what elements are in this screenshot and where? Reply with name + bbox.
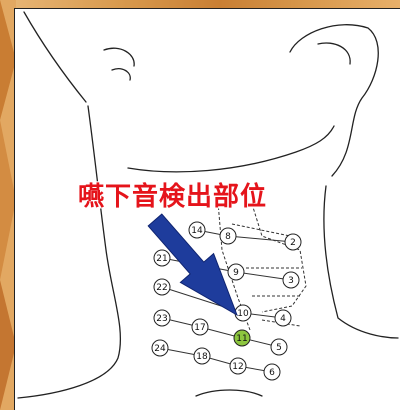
node-label: 8 [225, 232, 231, 242]
node-10: 10 [235, 305, 251, 321]
node-label: 21 [156, 254, 167, 264]
node-6: 6 [264, 364, 280, 380]
diagram-title: 嚥下音検出部位 [78, 180, 318, 214]
node-4: 4 [275, 310, 291, 326]
node-label: 22 [156, 283, 167, 293]
node-2: 2 [285, 234, 301, 250]
node-label: 11 [236, 334, 247, 344]
node-8: 8 [220, 228, 236, 244]
node-label: 9 [233, 268, 239, 278]
node-label: 14 [191, 226, 203, 236]
node-label: 24 [154, 344, 166, 354]
node-label: 12 [232, 362, 243, 372]
node-23: 23 [154, 310, 170, 326]
node-12: 12 [230, 358, 246, 374]
node-9: 9 [228, 264, 244, 280]
node-label: 23 [156, 314, 167, 324]
node-label: 10 [237, 309, 249, 319]
node-18: 18 [194, 348, 210, 364]
node-22: 22 [154, 279, 170, 295]
node-label: 6 [269, 368, 275, 378]
node-label: 18 [196, 352, 208, 362]
node-5: 5 [271, 339, 287, 355]
node-21: 21 [154, 250, 170, 266]
node-14: 14 [189, 222, 205, 238]
node-24: 24 [152, 340, 168, 356]
node-11: 11 [234, 330, 250, 346]
node-17: 17 [192, 319, 208, 335]
node-label: 3 [288, 276, 294, 286]
node-label: 5 [276, 343, 282, 353]
node-label: 2 [290, 238, 296, 248]
node-label: 17 [194, 323, 205, 333]
node-label: 4 [280, 314, 286, 324]
node-3: 3 [283, 272, 299, 288]
